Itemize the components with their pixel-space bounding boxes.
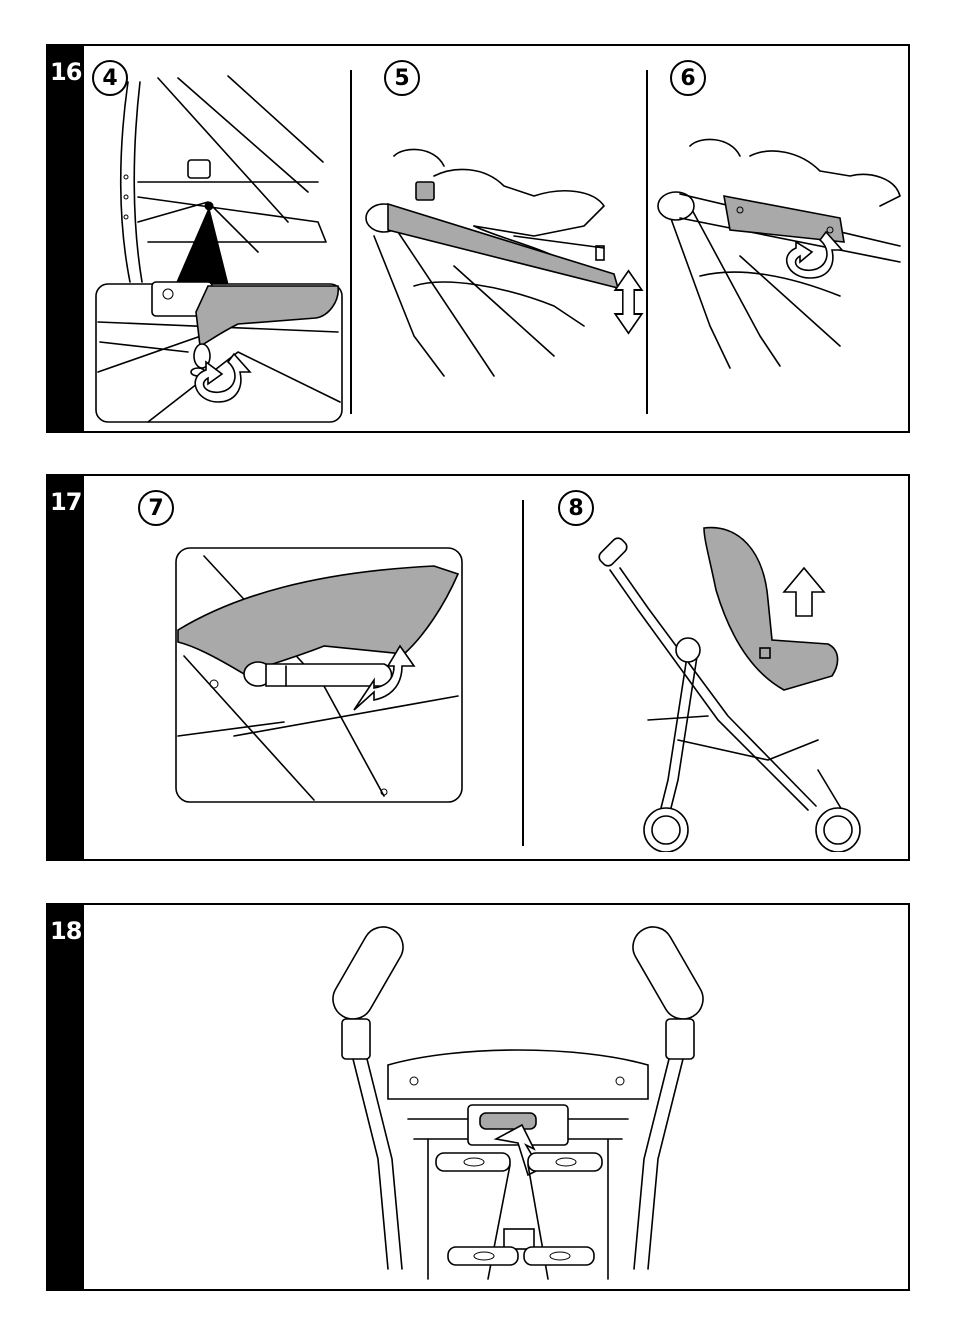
panel-16: 16 4 5 6 xyxy=(46,44,910,433)
step-4-illustration xyxy=(88,72,350,426)
panel-17-bar: 17 xyxy=(48,476,84,859)
step-8-illustration xyxy=(588,520,908,852)
panel-16-number: 16 xyxy=(50,58,81,86)
step-7-illustration xyxy=(174,546,464,806)
step-6-illustration xyxy=(650,106,910,386)
step-6-marker: 6 xyxy=(670,60,706,96)
step-5-illustration xyxy=(354,106,644,386)
panel-18: 18 xyxy=(46,903,910,1291)
panel-16-divider-2 xyxy=(646,70,648,414)
panel-16-bar: 16 xyxy=(48,46,84,431)
step-18-illustration xyxy=(318,909,718,1291)
panel-17: 17 7 8 xyxy=(46,474,910,861)
panel-18-number: 18 xyxy=(50,917,81,945)
panel-17-divider xyxy=(522,500,524,846)
panel-17-number: 17 xyxy=(50,488,81,516)
panel-16-divider-1 xyxy=(350,70,352,414)
step-7-marker: 7 xyxy=(138,490,174,526)
step-5-marker: 5 xyxy=(384,60,420,96)
panel-18-bar: 18 xyxy=(48,905,84,1289)
